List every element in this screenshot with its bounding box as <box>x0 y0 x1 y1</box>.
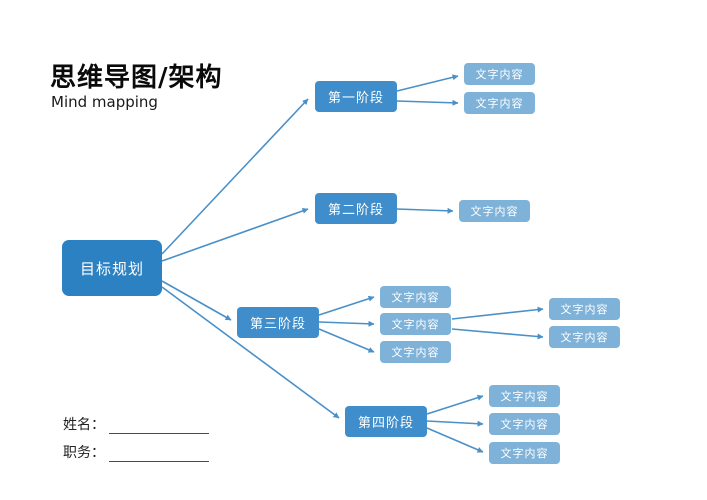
leaf-node: 文字内容 <box>459 200 530 222</box>
title-blank <box>109 445 209 462</box>
title-row: 职务： <box>63 442 209 462</box>
name-blank <box>109 417 209 434</box>
leaf-node: 文字内容 <box>549 298 620 320</box>
leaf-node: 文字内容 <box>464 63 535 85</box>
name-label: 姓名： <box>63 417 105 433</box>
leaf-node: 文字内容 <box>489 413 560 435</box>
stage-node-1: 第一阶段 <box>315 81 397 112</box>
page-subtitle: Mind mapping <box>51 93 158 111</box>
stage-node-4: 第四阶段 <box>345 406 427 437</box>
page-title: 思维导图/架构 <box>50 63 223 93</box>
leaf-node: 文字内容 <box>380 313 451 335</box>
leaf-node: 文字内容 <box>380 286 451 308</box>
leaf-node: 文字内容 <box>489 442 560 464</box>
leaf-node: 文字内容 <box>380 341 451 363</box>
root-node: 目标规划 <box>62 240 162 296</box>
name-row: 姓名： <box>63 414 209 434</box>
title-label: 职务： <box>63 445 105 461</box>
leaf-node: 文字内容 <box>464 92 535 114</box>
stage-node-3: 第三阶段 <box>237 307 319 338</box>
leaf-node: 文字内容 <box>549 326 620 348</box>
leaf-node: 文字内容 <box>489 385 560 407</box>
stage-node-2: 第二阶段 <box>315 193 397 224</box>
